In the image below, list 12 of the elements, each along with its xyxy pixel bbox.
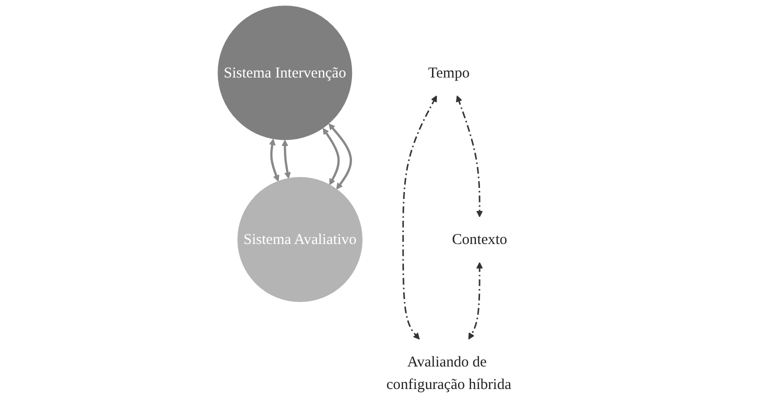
arrow (456, 95, 483, 218)
node-text: Contexto (452, 231, 507, 248)
node-text: Avaliando de configuração híbrida (386, 354, 511, 393)
node-circle: Sistema Avaliativo (237, 176, 362, 302)
node-text: Tempo (428, 64, 470, 82)
arrow (468, 262, 483, 340)
arrow (322, 128, 340, 186)
arrow (328, 123, 352, 190)
node-circle: Sistema Intervenção (217, 6, 352, 140)
arrow (268, 138, 279, 182)
arrow (402, 95, 437, 340)
arrow (281, 140, 290, 179)
